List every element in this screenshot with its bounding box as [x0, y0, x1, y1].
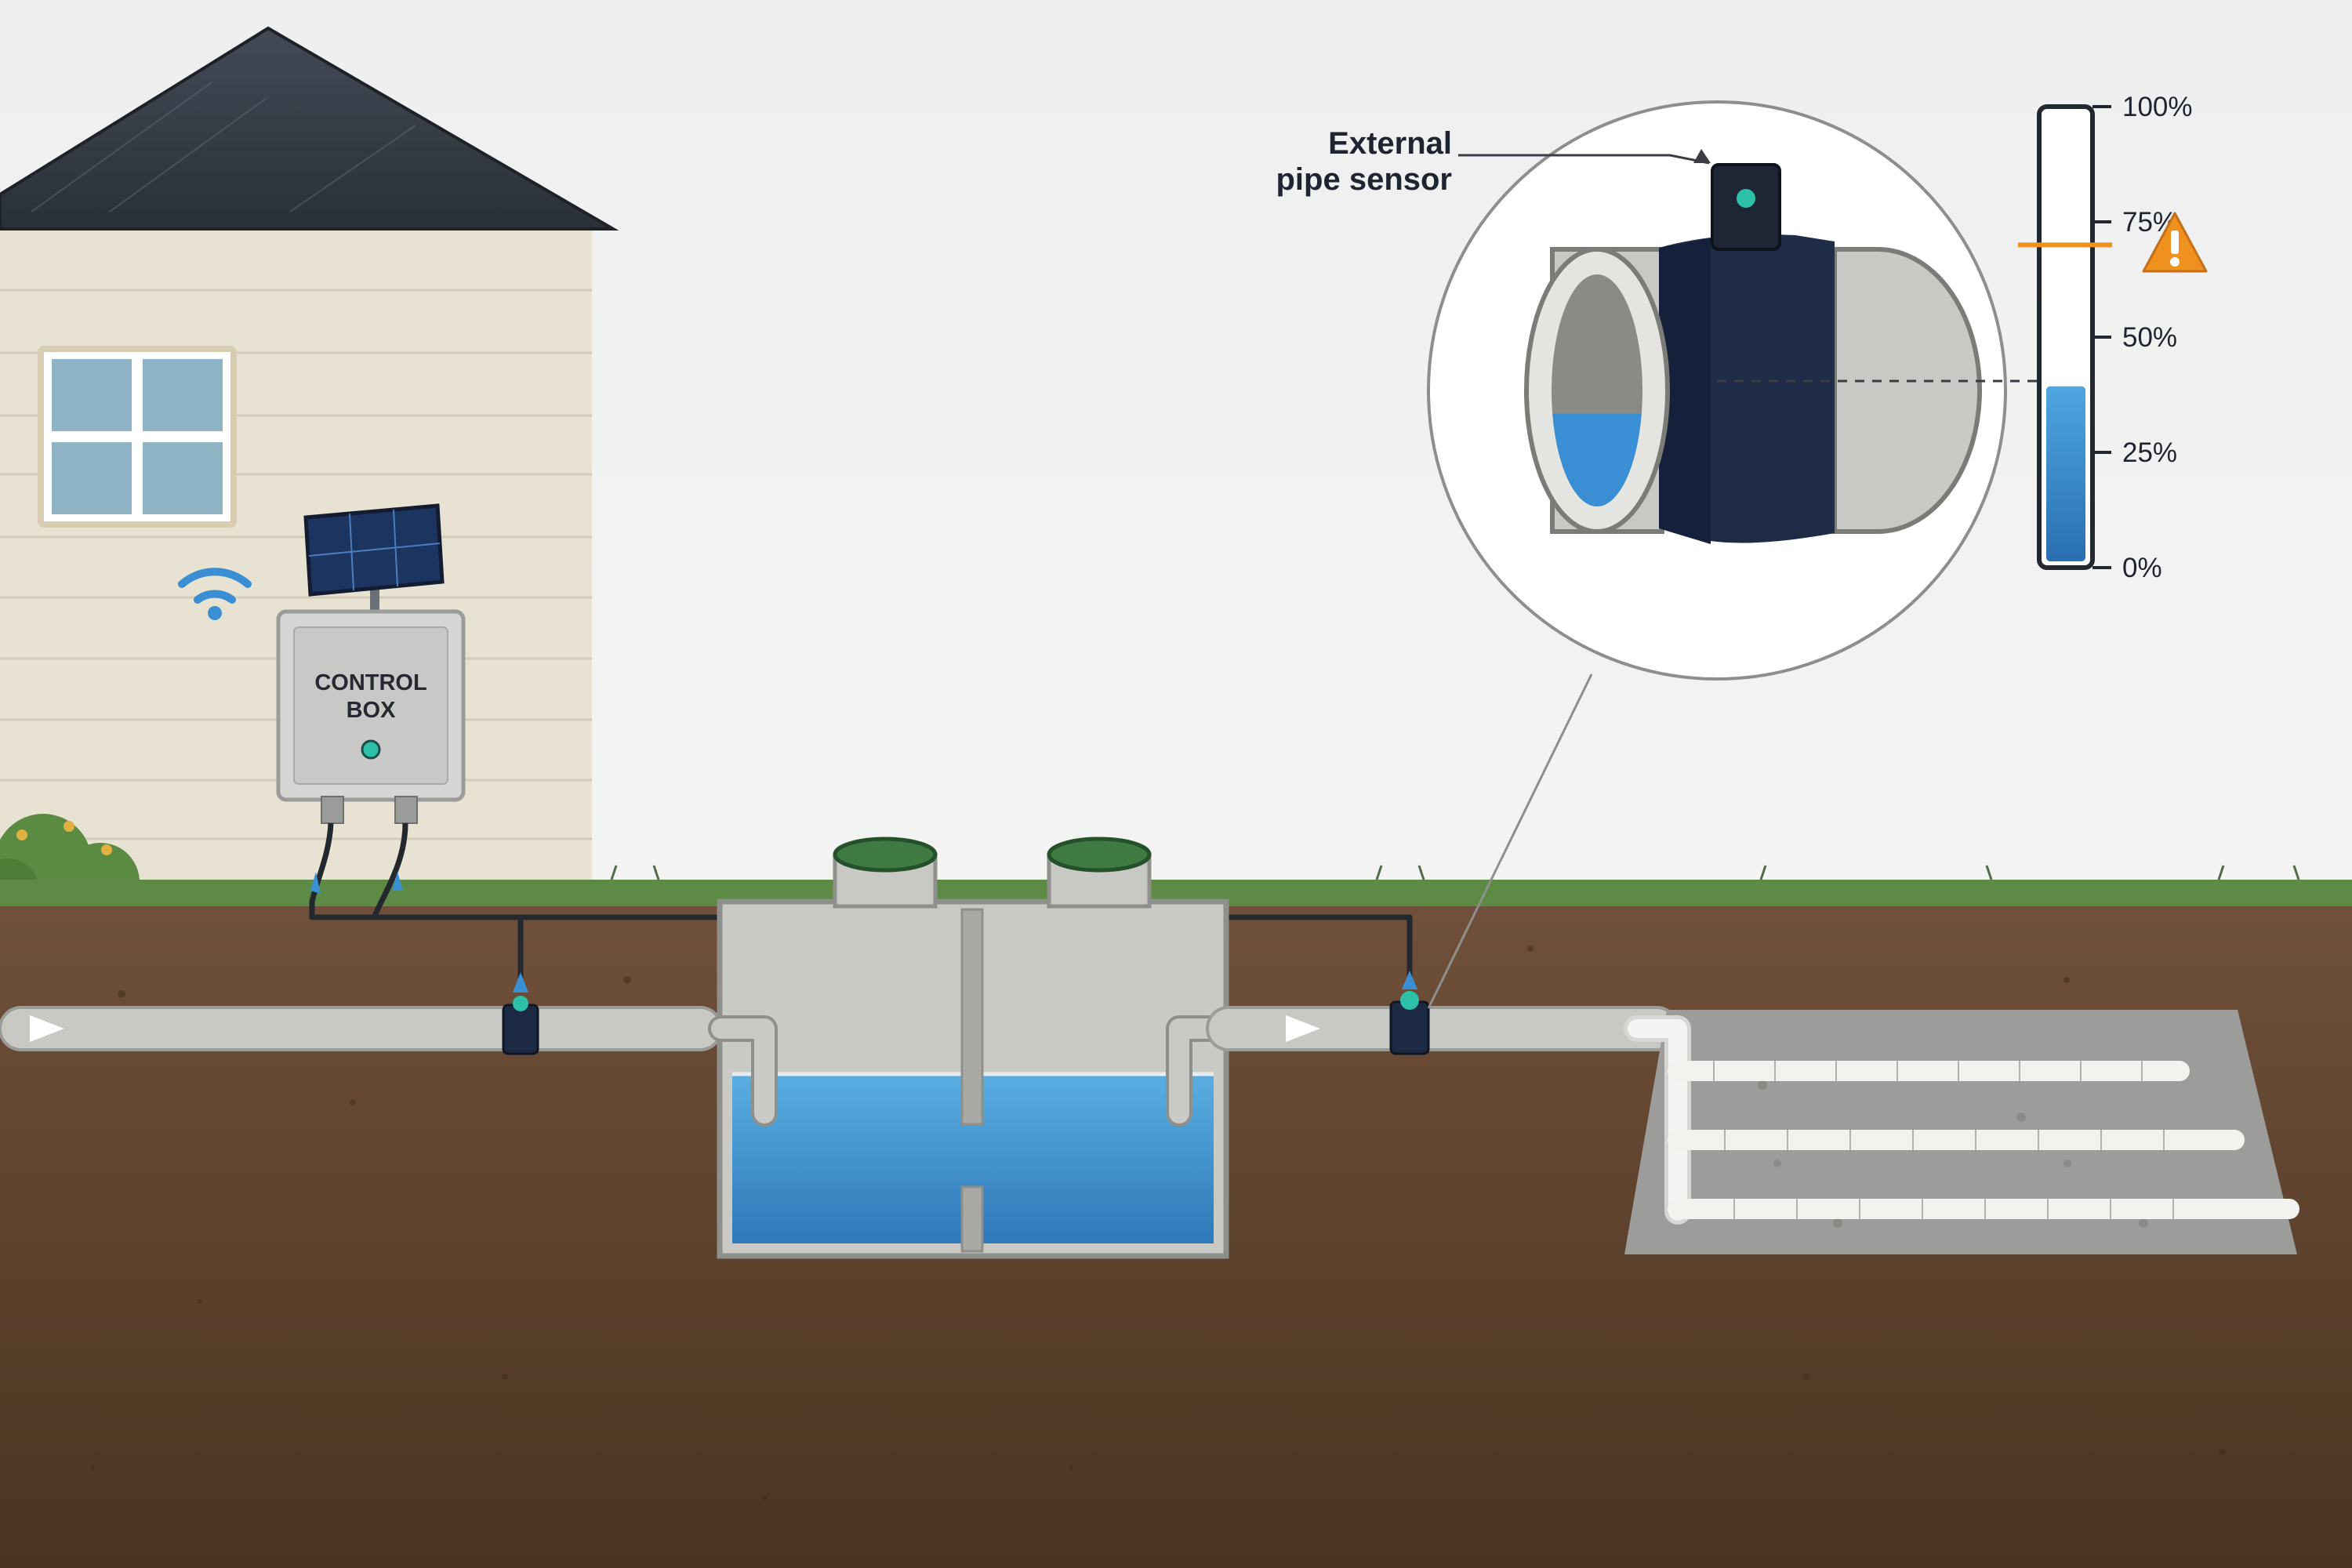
warning-triangle-icon [2142, 212, 2208, 273]
riser-lid [1047, 837, 1152, 873]
house-window [38, 346, 237, 528]
inlet-pipe [0, 1006, 723, 1051]
outlet-sensor [1389, 971, 1430, 1055]
flow-arrow-icon [1286, 1015, 1320, 1042]
pipe-fill-level [1552, 413, 1642, 506]
inlet-sensor [502, 972, 539, 1055]
gauge-tick-label: 50% [2122, 322, 2177, 353]
control-box: CONTROL BOX [276, 609, 466, 824]
sensor-cable [309, 822, 1413, 980]
septic-tank [708, 898, 1229, 1259]
tank-riser [833, 837, 938, 909]
signal-arrow-icon [310, 872, 321, 894]
wifi-icon [178, 568, 252, 620]
gauge-tick-label: 100% [2122, 92, 2193, 122]
control-box-label-line1: CONTROL [314, 670, 426, 695]
zoom-leader-line [1427, 673, 1593, 1009]
control-box-label-line2: BOX [347, 698, 397, 723]
riser-lid [833, 837, 938, 873]
callout-arrow-icon [1693, 149, 1711, 163]
house [0, 26, 619, 894]
magnified-pipe-detail [1427, 100, 2042, 681]
outlet-pipe [1206, 1006, 1679, 1051]
gauge-tick-label: 0% [2122, 553, 2162, 583]
status-led-icon [361, 739, 381, 760]
gauge-tick-label: 25% [2122, 437, 2177, 468]
flow-arrow-icon [30, 1015, 64, 1042]
tank-riser [1047, 837, 1152, 909]
soil-texture [90, 946, 2225, 1500]
signal-arrow-icon [392, 872, 403, 891]
callout-line1: External [1328, 126, 1452, 161]
level-gauge: 100%75%50%25%0% [2018, 92, 2208, 583]
sensor-led-icon [1737, 189, 1755, 208]
sensor-callout: External pipe sensor [1276, 126, 1711, 197]
gauge-fill [2046, 386, 2085, 561]
house-roof [0, 26, 619, 230]
callout-line2: pipe sensor [1276, 162, 1452, 197]
solar-panel [303, 503, 445, 612]
drain-field [1624, 1010, 2299, 1254]
